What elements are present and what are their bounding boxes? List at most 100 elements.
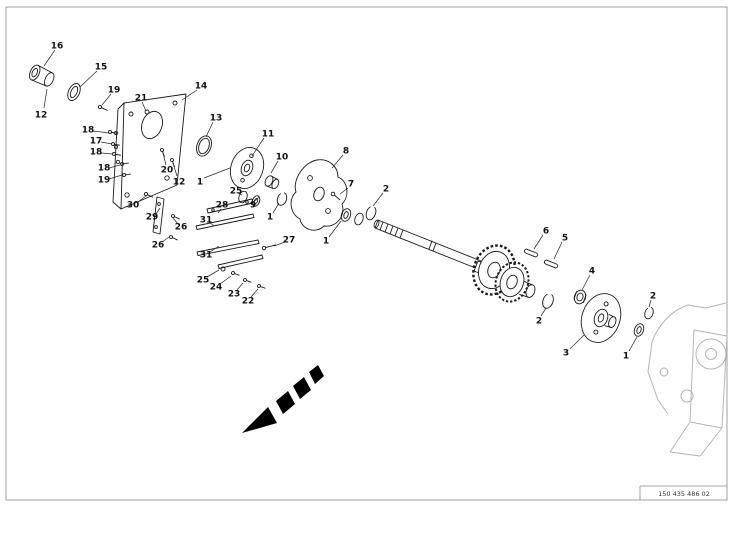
- part-number-label: 14: [195, 82, 208, 92]
- part-number-label: 1: [267, 213, 273, 223]
- part-bolt: [330, 191, 341, 201]
- callout-leader-line: [137, 195, 147, 203]
- part-number-label: 15: [95, 63, 108, 73]
- machine-frame-outline: [647, 302, 728, 457]
- callout-leader-line: [217, 208, 222, 214]
- callout-leader-line: [161, 236, 170, 243]
- part-screw: [97, 104, 108, 111]
- part-number-label: 26: [152, 241, 165, 251]
- callout-leader-line: [540, 307, 547, 317]
- part-number-label: 24: [210, 283, 223, 293]
- callout-leader-line: [270, 160, 279, 174]
- part-number-label: 5: [562, 234, 568, 244]
- callout-leader-line: [328, 220, 342, 238]
- title-block: 150 435 486 02: [639, 485, 727, 500]
- part-number-label: 18: [82, 126, 95, 136]
- direction-arrow-icon: [242, 365, 324, 433]
- part-mounting-plate: [112, 93, 187, 210]
- part-number-label: 12: [173, 178, 186, 188]
- part-number-label: 2: [536, 317, 542, 327]
- part-number-label: 2: [383, 185, 389, 195]
- callout-leader-line: [272, 202, 280, 214]
- part-number-label: 2: [650, 292, 656, 302]
- callout-leader-line: [43, 49, 56, 67]
- part-number-label: 11: [262, 130, 275, 140]
- callout-leader-line: [100, 152, 114, 155]
- callout-leader-line: [155, 207, 161, 215]
- callout-leader-line: [206, 269, 220, 278]
- part-number-label: 22: [242, 297, 255, 307]
- part-seal-ring: [67, 83, 81, 101]
- callout-leader-line: [203, 167, 231, 179]
- part-number-label: 12: [35, 111, 48, 121]
- callout-leader-line: [372, 192, 384, 207]
- part-number-label: 6: [543, 227, 549, 237]
- callout-leader-line: [569, 334, 585, 350]
- part-keys: [523, 248, 559, 269]
- callout-leader-line: [43, 88, 48, 109]
- callout-leader-line: [162, 152, 167, 166]
- part-number-label: 17: [90, 137, 103, 147]
- part-number-label: 10: [276, 153, 289, 163]
- callout-leader-line: [209, 245, 220, 253]
- part-number-label: 31: [200, 216, 213, 226]
- callout-leader-line: [172, 162, 178, 177]
- part-number-label: 4: [589, 267, 595, 277]
- callout-leader-line: [251, 137, 265, 157]
- part-number-label: 13: [210, 114, 223, 124]
- part-number-label: 18: [98, 164, 111, 174]
- callout-leader-line: [181, 89, 198, 101]
- part-number-label: 21: [135, 94, 148, 104]
- callout-leader-line: [100, 141, 113, 145]
- part-number-label: 25: [230, 187, 243, 197]
- part-number-label: 28: [216, 201, 229, 211]
- part-hub: [264, 175, 280, 190]
- part-shaft-end-hub: [519, 280, 536, 298]
- part-number-label: 8: [343, 147, 349, 157]
- part-number-label: 18: [90, 148, 103, 158]
- callout-leader-line: [108, 164, 121, 169]
- part-number-label: 26: [175, 223, 188, 233]
- callout-leader-line: [205, 121, 214, 138]
- callout-leader-line: [236, 282, 244, 291]
- part-number-label: 27: [283, 236, 296, 246]
- part-washers-right: [633, 306, 654, 337]
- callout-leader-line: [339, 187, 349, 195]
- part-washers-shaft: [340, 205, 377, 226]
- part-number-label: 9: [250, 201, 256, 211]
- callout-leader-line: [250, 288, 259, 298]
- part-number-label: 7: [348, 180, 354, 190]
- callout-leader-line: [208, 221, 215, 227]
- part-number-label: 23: [228, 290, 241, 300]
- part-number-label: 3: [563, 349, 569, 359]
- part-number-label: 20: [161, 166, 174, 176]
- callout-leader-line: [172, 217, 179, 225]
- part-snap-ring: [542, 293, 554, 309]
- callout-leader-line: [92, 130, 110, 134]
- callout-leader-line: [101, 93, 112, 106]
- callout-leader-line: [79, 70, 98, 88]
- part-washers-mid: [238, 190, 288, 207]
- part-number-label: 1: [623, 352, 629, 362]
- part-number-label: 31: [200, 251, 213, 261]
- callout-leader-line: [648, 299, 652, 308]
- callout-leader-line: [273, 241, 286, 247]
- part-end-disc: [580, 293, 622, 343]
- callout-leader-line: [628, 336, 638, 352]
- part-number-label: 16: [51, 42, 64, 52]
- part-number-label: 19: [98, 176, 111, 186]
- part-number-label: 29: [146, 213, 159, 223]
- part-brackets: [143, 191, 277, 289]
- part-bushing: [29, 64, 55, 87]
- callout-leader-line: [533, 234, 544, 250]
- callout-leader-line: [331, 154, 344, 169]
- part-bearing-disc: [229, 147, 265, 189]
- document-number: 150 435 486 02: [658, 490, 710, 498]
- callout-leader-line: [237, 192, 243, 196]
- page-border: [5, 6, 728, 501]
- part-spacer-ring: [196, 135, 212, 157]
- callout-leader-line: [254, 196, 260, 202]
